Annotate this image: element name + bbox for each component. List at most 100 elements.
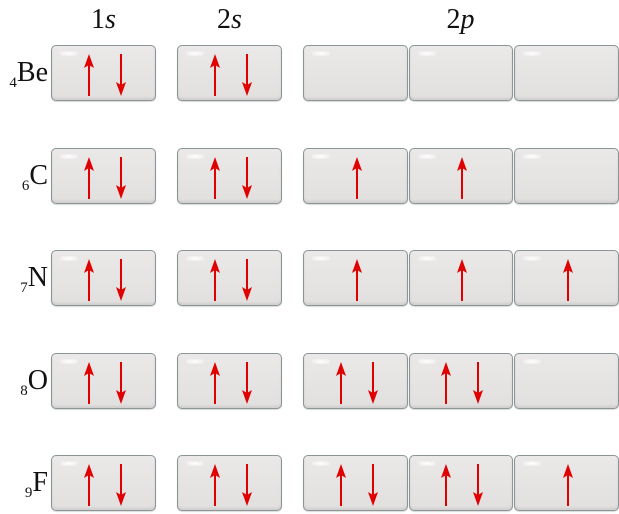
- orbital-header: 1s: [51, 4, 156, 36]
- orbital-box: [51, 250, 156, 306]
- atomic-number: 8: [20, 382, 28, 399]
- spin-up-arrow-icon: [208, 156, 222, 199]
- highlight: [186, 153, 204, 159]
- spin-up-arrow-icon: [82, 464, 96, 506]
- highlight: [60, 153, 78, 159]
- orbital-box: [51, 45, 156, 101]
- highlight: [523, 51, 541, 56]
- orbital-box: [303, 147, 408, 204]
- highlight: [186, 256, 204, 261]
- highlight: [60, 461, 78, 466]
- orbital-box: [177, 455, 282, 511]
- orbital-box: [177, 45, 282, 101]
- orbital-box: [303, 352, 408, 409]
- highlight: [186, 461, 204, 466]
- spin-up-arrow-icon: [561, 259, 575, 301]
- spin-down-arrow-icon: [114, 54, 128, 96]
- atomic-number: 6: [21, 177, 30, 194]
- element-label: 9F: [0, 467, 48, 502]
- spin-up-arrow-icon: [82, 156, 96, 199]
- spin-down-arrow-icon: [114, 156, 128, 199]
- spin-down-arrow-icon: [114, 464, 128, 506]
- highlight: [418, 358, 436, 364]
- element-symbol: O: [27, 364, 48, 396]
- spin-down-arrow-icon: [240, 156, 254, 199]
- atomic-number: 9: [24, 485, 33, 501]
- orbital-box: [303, 250, 408, 306]
- subshell-letter: s: [105, 4, 116, 35]
- subshell-letter: s: [231, 4, 242, 35]
- orbital-box: [177, 147, 282, 204]
- spin-up-arrow-icon: [334, 464, 348, 506]
- shell-number: 1: [91, 4, 106, 35]
- orbital-box: [409, 250, 513, 306]
- highlight: [60, 256, 78, 261]
- orbital-box: [409, 352, 513, 409]
- highlight: [312, 153, 330, 159]
- spin-up-arrow-icon: [439, 361, 453, 404]
- spin-down-arrow-icon: [471, 464, 485, 506]
- atomic-number: 4: [9, 75, 17, 91]
- orbital-box: [514, 352, 619, 409]
- highlight: [523, 461, 541, 466]
- spin-down-arrow-icon: [114, 361, 128, 404]
- spin-down-arrow-icon: [366, 464, 380, 506]
- highlight: [312, 256, 330, 261]
- orbital-box: [514, 250, 619, 306]
- highlight: [312, 358, 330, 364]
- spin-up-arrow-icon: [350, 156, 364, 199]
- highlight: [186, 51, 204, 56]
- orbital-box: [409, 147, 513, 204]
- spin-up-arrow-icon: [208, 54, 222, 96]
- highlight: [312, 51, 330, 56]
- orbital-box: [177, 250, 282, 306]
- spin-up-arrow-icon: [208, 259, 222, 301]
- element-symbol: F: [32, 467, 48, 498]
- atomic-number: 7: [20, 280, 28, 296]
- spin-up-arrow-icon: [82, 361, 96, 404]
- spin-up-arrow-icon: [208, 361, 222, 404]
- highlight: [60, 358, 78, 364]
- highlight: [60, 51, 78, 56]
- element-label: 7N: [0, 262, 48, 297]
- orbital-box: [51, 147, 156, 204]
- highlight: [418, 461, 436, 466]
- highlight: [523, 153, 541, 159]
- orbital-box: [177, 352, 282, 409]
- highlight: [523, 358, 541, 364]
- highlight: [418, 51, 436, 56]
- spin-down-arrow-icon: [240, 54, 254, 96]
- spin-up-arrow-icon: [455, 259, 469, 301]
- spin-up-arrow-icon: [350, 259, 364, 301]
- spin-down-arrow-icon: [240, 361, 254, 404]
- element-label: 4Be: [0, 57, 48, 92]
- orbital-box: [409, 45, 513, 101]
- orbital-box: [514, 45, 619, 101]
- orbital-box: [514, 147, 619, 204]
- spin-down-arrow-icon: [366, 361, 380, 404]
- spin-up-arrow-icon: [561, 464, 575, 506]
- highlight: [186, 358, 204, 364]
- shell-number: 2: [217, 4, 232, 35]
- orbital-box: [409, 455, 513, 511]
- orbital-box: [514, 455, 619, 511]
- element-label: 6C: [0, 160, 48, 195]
- element-label: 8O: [0, 365, 48, 400]
- spin-up-arrow-icon: [455, 156, 469, 199]
- highlight: [523, 256, 541, 261]
- spin-down-arrow-icon: [114, 259, 128, 301]
- element-symbol: N: [27, 262, 48, 293]
- spin-up-arrow-icon: [208, 464, 222, 506]
- orbital-box: [51, 352, 156, 409]
- orbital-box: [51, 455, 156, 511]
- highlight: [418, 153, 436, 159]
- element-symbol: Be: [16, 57, 48, 88]
- shell-number: 2: [446, 4, 461, 35]
- spin-down-arrow-icon: [240, 259, 254, 301]
- spin-up-arrow-icon: [82, 259, 96, 301]
- highlight: [312, 461, 330, 466]
- orbital-box: [303, 45, 408, 101]
- subshell-letter: p: [460, 4, 475, 35]
- element-symbol: C: [29, 159, 48, 191]
